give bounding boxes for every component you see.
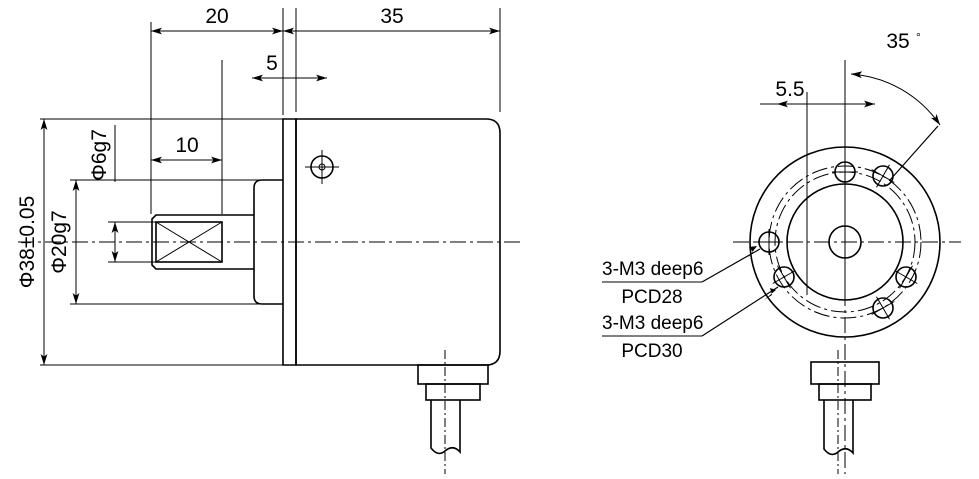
mounting-screw-symbol [305, 150, 339, 184]
front-cable-exit-assembly [810, 350, 880, 474]
dimension-5-text: 5 [266, 52, 278, 75]
dimension-phi20-text: Φ20g7 [48, 210, 71, 273]
dimension-phi6: Φ6g7 [88, 129, 119, 262]
dimension-phi6-text: Φ6g7 [88, 129, 111, 181]
dimension-20-text: 20 [205, 5, 228, 28]
pcd28-hole-left [772, 265, 796, 289]
shaft-flat-cross-b [155, 221, 223, 263]
dimension-35-deg: 35 ° [850, 30, 941, 181]
angle-leader-line [889, 125, 939, 181]
callout-pcd30-line2: PCD30 [621, 341, 682, 362]
dimension-5-5-text: 5.5 [775, 78, 804, 101]
dimension-5-5: 5.5 [775, 78, 875, 108]
cable-exit-assembly [417, 350, 489, 474]
dimension-35-text: 35 [380, 5, 403, 28]
callout-pcd28-line2: PCD28 [621, 287, 682, 308]
shaft-outline [151, 214, 254, 270]
dimension-phi38: Φ38±0.05 [16, 119, 48, 365]
dimension-10-text: 10 [175, 134, 198, 157]
dimension-35: 35 [283, 5, 500, 35]
callout-pcd30-arrowhead [764, 288, 776, 300]
callout-pcd28: 3-M3 deep6 PCD28 [602, 248, 761, 308]
dimension-5: 5 [252, 52, 327, 82]
pcd30-hole-lower-right [871, 296, 895, 320]
callout-pcd28-leader [701, 248, 761, 283]
dimension-35-deg-text: 35 [886, 30, 909, 53]
dimension-phi38-text: Φ38±0.05 [16, 196, 39, 289]
dimension-phi20: Φ20g7 [48, 180, 80, 304]
degree-symbol: ° [916, 30, 921, 44]
pcd30-hole-left [756, 229, 782, 255]
callout-pcd28-arrowhead [747, 246, 757, 259]
pcd28-hole-right [894, 265, 918, 289]
side-view-group: 20 35 5 10 Φ38±0.05 Φ20g7 [16, 5, 522, 474]
shaft-flat-rect [155, 221, 223, 263]
callout-pcd30-line1: 3-M3 deep6 [602, 313, 703, 334]
callout-pcd30-leader [701, 286, 779, 337]
encoder-body-outline [295, 118, 501, 366]
dimension-10: 10 [151, 134, 222, 164]
pcd30-hole-upper-right [871, 164, 895, 188]
dimension-20: 20 [151, 5, 283, 35]
front-view-group: 5.5 35 ° 3-M3 deep6 PCD28 3-M3 deep6 PCD… [602, 30, 961, 474]
callout-pcd28-line1: 3-M3 deep6 [602, 259, 703, 280]
callout-pcd30: 3-M3 deep6 PCD30 [602, 286, 779, 362]
